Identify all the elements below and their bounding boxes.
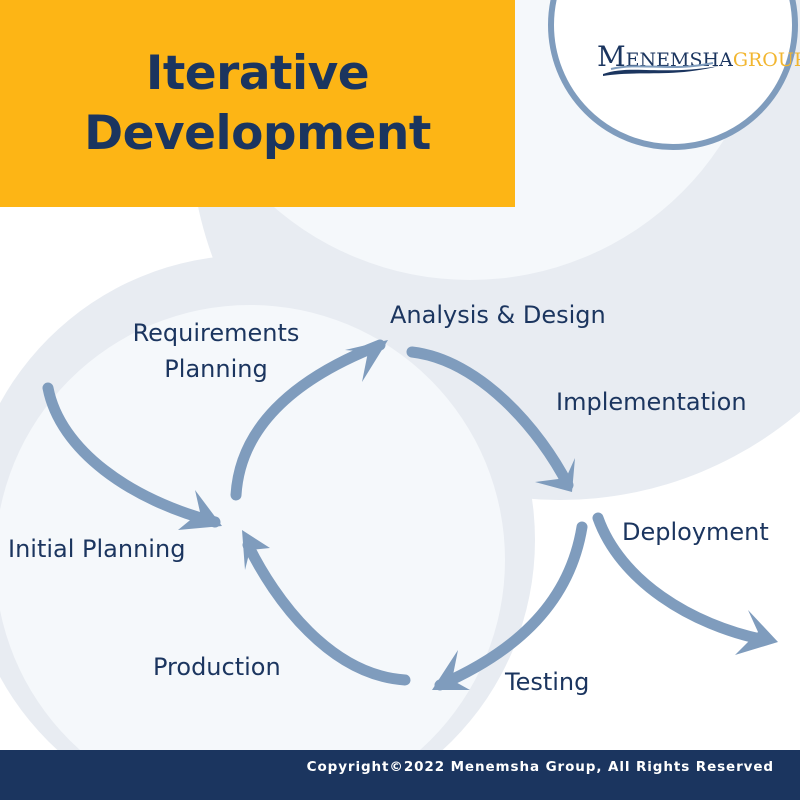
arrow-deployment-out [592, 512, 771, 646]
arrow-analysis-to-deployment [406, 346, 574, 491]
arrowhead-initial [178, 490, 222, 530]
arrow-deployment-to-testing [434, 521, 588, 691]
stage-label-implementation: Implementation [556, 388, 747, 416]
title-banner: Iterative Development [0, 0, 515, 207]
arrow-center-to-analysis [230, 339, 386, 501]
logo-wordmark: MENEMSHAGROUP [597, 40, 800, 73]
arrowhead-center [242, 530, 270, 570]
arrowhead-analysis [345, 340, 388, 382]
copyright-text: Copyright©2022 Menemsha Group, All Right… [306, 759, 774, 775]
stage-label-requirements-planning: Requirements Planning [116, 318, 316, 384]
arrowhead-deployment-out [735, 610, 778, 655]
logo-name-part1: ENEMSHA [625, 49, 733, 71]
stage-label-deployment: Deployment [622, 518, 769, 546]
arrow-initial-to-center [42, 382, 221, 528]
menemsha-group-logo: MENEMSHAGROUP [597, 40, 800, 80]
requirements-line-2: Planning [164, 355, 268, 383]
stage-label-analysis-design: Analysis & Design [390, 301, 606, 329]
wave-icon [603, 62, 719, 76]
footer-bar: Copyright©2022 Menemsha Group, All Right… [0, 750, 800, 800]
stage-label-testing: Testing [505, 668, 590, 696]
page-title-line-2: Development [84, 105, 431, 161]
arrowhead-testing [432, 650, 470, 690]
stage-label-initial-planning: Initial Planning [8, 535, 186, 563]
page-title-line-1: Iterative [145, 45, 370, 101]
arrow-production-to-center [242, 539, 411, 686]
arrowhead-implementation [535, 458, 575, 492]
stage-label-production: Production [153, 653, 281, 681]
logo-name-part2: GROUP [732, 49, 800, 71]
requirements-line-1: Requirements [132, 319, 300, 347]
